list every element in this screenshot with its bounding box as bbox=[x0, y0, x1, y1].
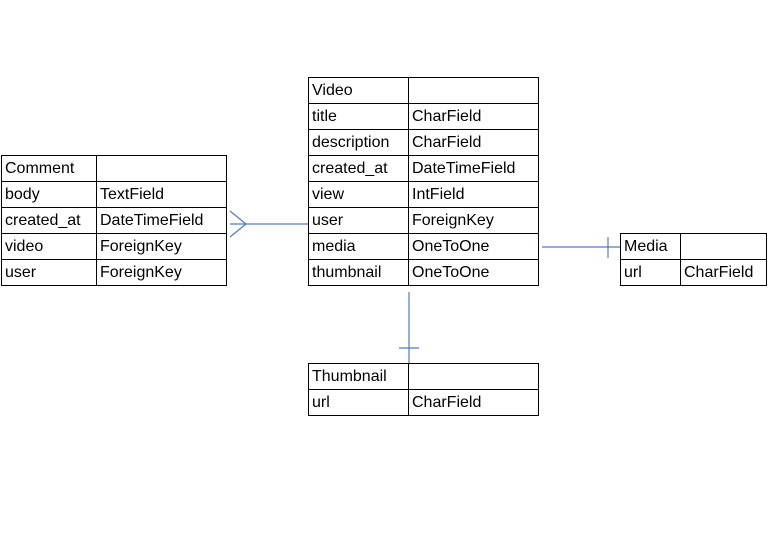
entity-media: Media url CharField bbox=[620, 233, 767, 286]
field-name: media bbox=[308, 233, 409, 260]
field-name: url bbox=[620, 259, 681, 286]
field-row: created_at DateTimeField bbox=[1, 207, 227, 234]
field-name: thumbnail bbox=[308, 259, 409, 286]
field-row: title CharField bbox=[308, 103, 539, 130]
field-type: DateTimeField bbox=[96, 207, 227, 234]
field-row: thumbnail OneToOne bbox=[308, 259, 539, 286]
entity-video: Video title CharField description CharFi… bbox=[308, 77, 539, 286]
field-name: view bbox=[308, 181, 409, 208]
crow-foot-prong bbox=[229, 223, 247, 238]
crow-foot-prong bbox=[229, 210, 247, 225]
field-type: ForeignKey bbox=[408, 207, 539, 234]
entity-header: Thumbnail bbox=[308, 363, 539, 390]
connector-comment-video bbox=[229, 210, 308, 238]
entity-name: Comment bbox=[1, 155, 97, 182]
field-name: created_at bbox=[308, 155, 409, 182]
field-type: CharField bbox=[408, 129, 539, 156]
entity-header: Video bbox=[308, 77, 539, 104]
field-name: title bbox=[308, 103, 409, 130]
field-name: description bbox=[308, 129, 409, 156]
field-type: CharField bbox=[680, 259, 767, 286]
field-type: CharField bbox=[408, 389, 539, 416]
field-row: user ForeignKey bbox=[1, 259, 227, 286]
field-name: body bbox=[1, 181, 97, 208]
field-row: body TextField bbox=[1, 181, 227, 208]
field-name: user bbox=[1, 259, 97, 286]
field-name: url bbox=[308, 389, 409, 416]
field-name: video bbox=[1, 233, 97, 260]
entity-thumbnail: Thumbnail url CharField bbox=[308, 363, 539, 416]
field-type: CharField bbox=[408, 103, 539, 130]
entity-header-blank bbox=[680, 233, 767, 260]
field-type: IntField bbox=[408, 181, 539, 208]
field-type: TextField bbox=[96, 181, 227, 208]
entity-header: Media bbox=[620, 233, 767, 260]
field-row: media OneToOne bbox=[308, 233, 539, 260]
field-row: created_at DateTimeField bbox=[308, 155, 539, 182]
field-type: ForeignKey bbox=[96, 259, 227, 286]
field-type: DateTimeField bbox=[408, 155, 539, 182]
field-row: url CharField bbox=[308, 389, 539, 416]
field-type: ForeignKey bbox=[96, 233, 227, 260]
entity-header-blank bbox=[408, 77, 539, 104]
field-name: user bbox=[308, 207, 409, 234]
entity-name: Video bbox=[308, 77, 409, 104]
entity-header-blank bbox=[408, 363, 539, 390]
entity-comment: Comment body TextField created_at DateTi… bbox=[1, 155, 227, 286]
connector-video-thumbnail bbox=[399, 292, 419, 364]
field-type: OneToOne bbox=[408, 259, 539, 286]
field-name: created_at bbox=[1, 207, 97, 234]
field-row: video ForeignKey bbox=[1, 233, 227, 260]
field-row: description CharField bbox=[308, 129, 539, 156]
field-type: OneToOne bbox=[408, 233, 539, 260]
field-row: view IntField bbox=[308, 181, 539, 208]
entity-header: Comment bbox=[1, 155, 227, 182]
entity-name: Thumbnail bbox=[308, 363, 409, 390]
entity-name: Media bbox=[620, 233, 681, 260]
field-row: url CharField bbox=[620, 259, 767, 286]
connector-video-media bbox=[542, 237, 621, 258]
field-row: user ForeignKey bbox=[308, 207, 539, 234]
entity-header-blank bbox=[96, 155, 227, 182]
